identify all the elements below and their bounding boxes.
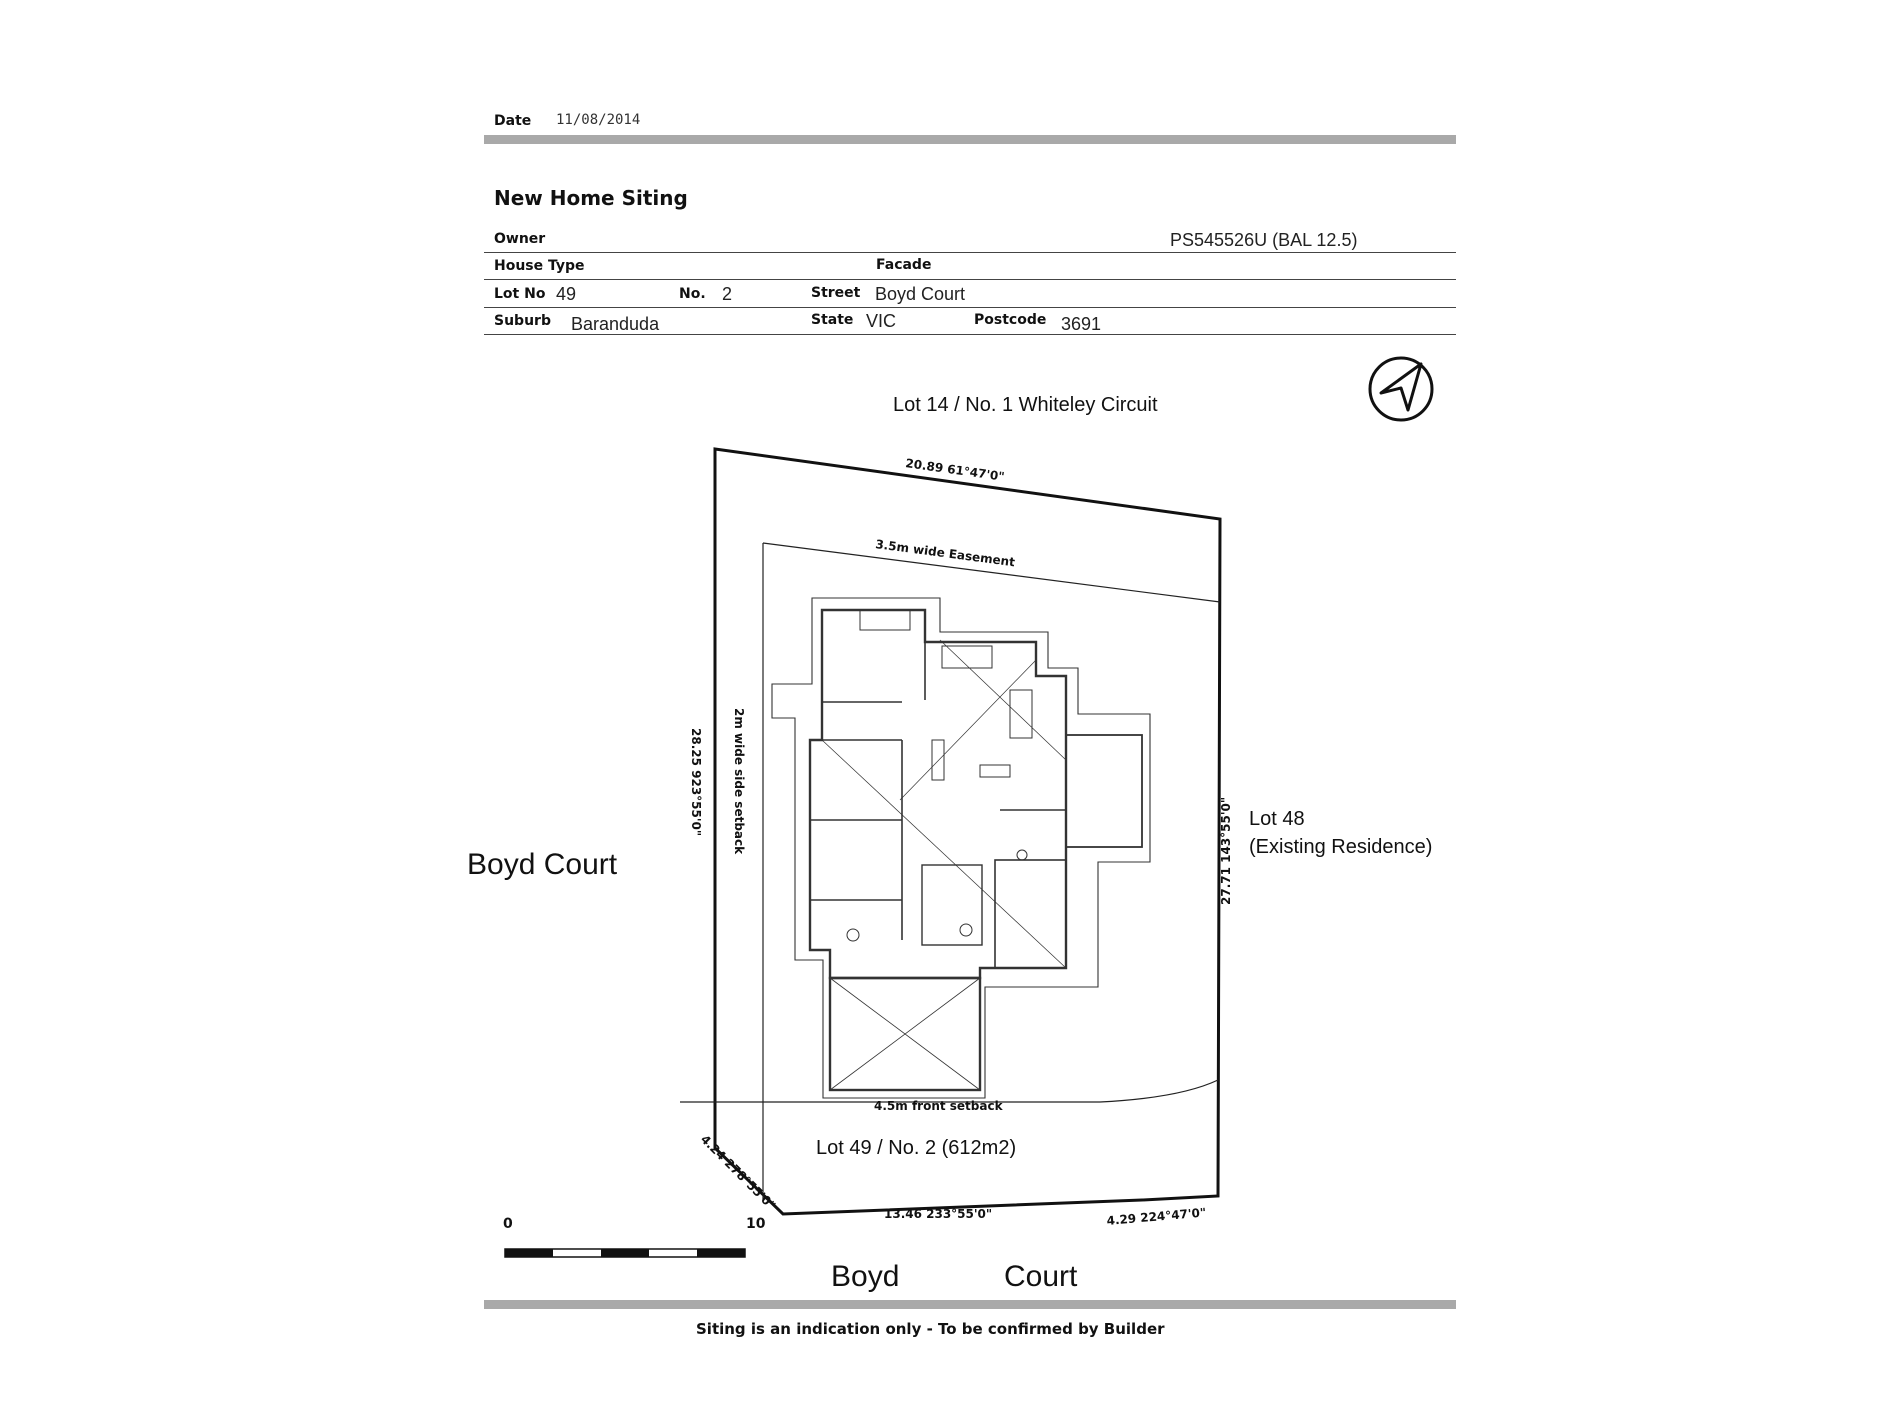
boundary-east-label: 27.71 143°55'0" [1219, 797, 1233, 905]
boundary-sw-label: 4.24 278°55'0" [698, 1132, 778, 1212]
house-no-label: No. [679, 286, 706, 302]
north-neighbour-label: Lot 14 / No. 1 Whiteley Circuit [893, 394, 1158, 416]
north-arrow-icon [1368, 356, 1434, 422]
lot-row-rule [484, 307, 1456, 308]
date-label: Date [494, 113, 532, 129]
east-neighbour-line2: (Existing Residence) [1249, 836, 1433, 858]
facade-label: Facade [876, 257, 932, 273]
house-type-label: House Type [494, 258, 585, 274]
easement-label: 3.5m wide Easement [875, 537, 1016, 569]
setback-lines [680, 542, 1221, 1200]
boundary-north-label: 20.89 61°47'0" [905, 456, 1006, 484]
state-label: State [811, 312, 854, 328]
lot-no-value: 49 [556, 284, 577, 304]
bottom-divider-bar [484, 1300, 1456, 1309]
page-title: New Home Siting [494, 186, 688, 210]
owner-label: Owner [494, 231, 546, 247]
state-value: VIC [866, 311, 897, 331]
scale-start-label: 0 [503, 1216, 513, 1232]
lot-boundary [713, 447, 1222, 1216]
side-setback-label: 2m wide side setback [732, 708, 746, 855]
boundary-west-label: 28.25 923°55'0" [689, 728, 703, 836]
house-no-value: 2 [722, 284, 733, 304]
house-footprint [771, 597, 1151, 1099]
south-street-word1: Boyd [831, 1260, 900, 1293]
boundary-se-label: 4.29 224°47'0" [1106, 1205, 1207, 1228]
plan-reference: PS545526U (BAL 12.5) [1170, 230, 1358, 250]
suburb-label: Suburb [494, 313, 551, 329]
west-street-label: Boyd Court [467, 848, 618, 881]
boundary-south-label: 13.46 233°55'0" [884, 1207, 992, 1221]
suburb-value: Barandudа [571, 314, 660, 334]
south-street-word2: Court [1004, 1260, 1078, 1293]
street-value: Boyd Court [875, 284, 966, 304]
footer-note: Siting is an indication only - To be con… [696, 1320, 1165, 1338]
postcode-value: 3691 [1061, 314, 1102, 334]
owner-row-rule [484, 252, 1456, 253]
house-type-row-rule [484, 279, 1456, 280]
scale-bar [504, 1248, 746, 1258]
top-divider-bar [484, 135, 1456, 144]
street-label: Street [811, 285, 861, 301]
lot-area-label: Lot 49 / No. 2 (612m2) [816, 1137, 1017, 1159]
scale-end-label: 10 [746, 1216, 766, 1232]
lot-no-label: Lot No [494, 286, 546, 302]
postcode-label: Postcode [974, 312, 1047, 328]
date-value: 11/08/2014 [556, 112, 641, 128]
east-neighbour-line1: Lot 48 [1249, 808, 1305, 830]
front-setback-label: 4.5m front setback [874, 1099, 1004, 1113]
suburb-row-rule [484, 334, 1456, 335]
